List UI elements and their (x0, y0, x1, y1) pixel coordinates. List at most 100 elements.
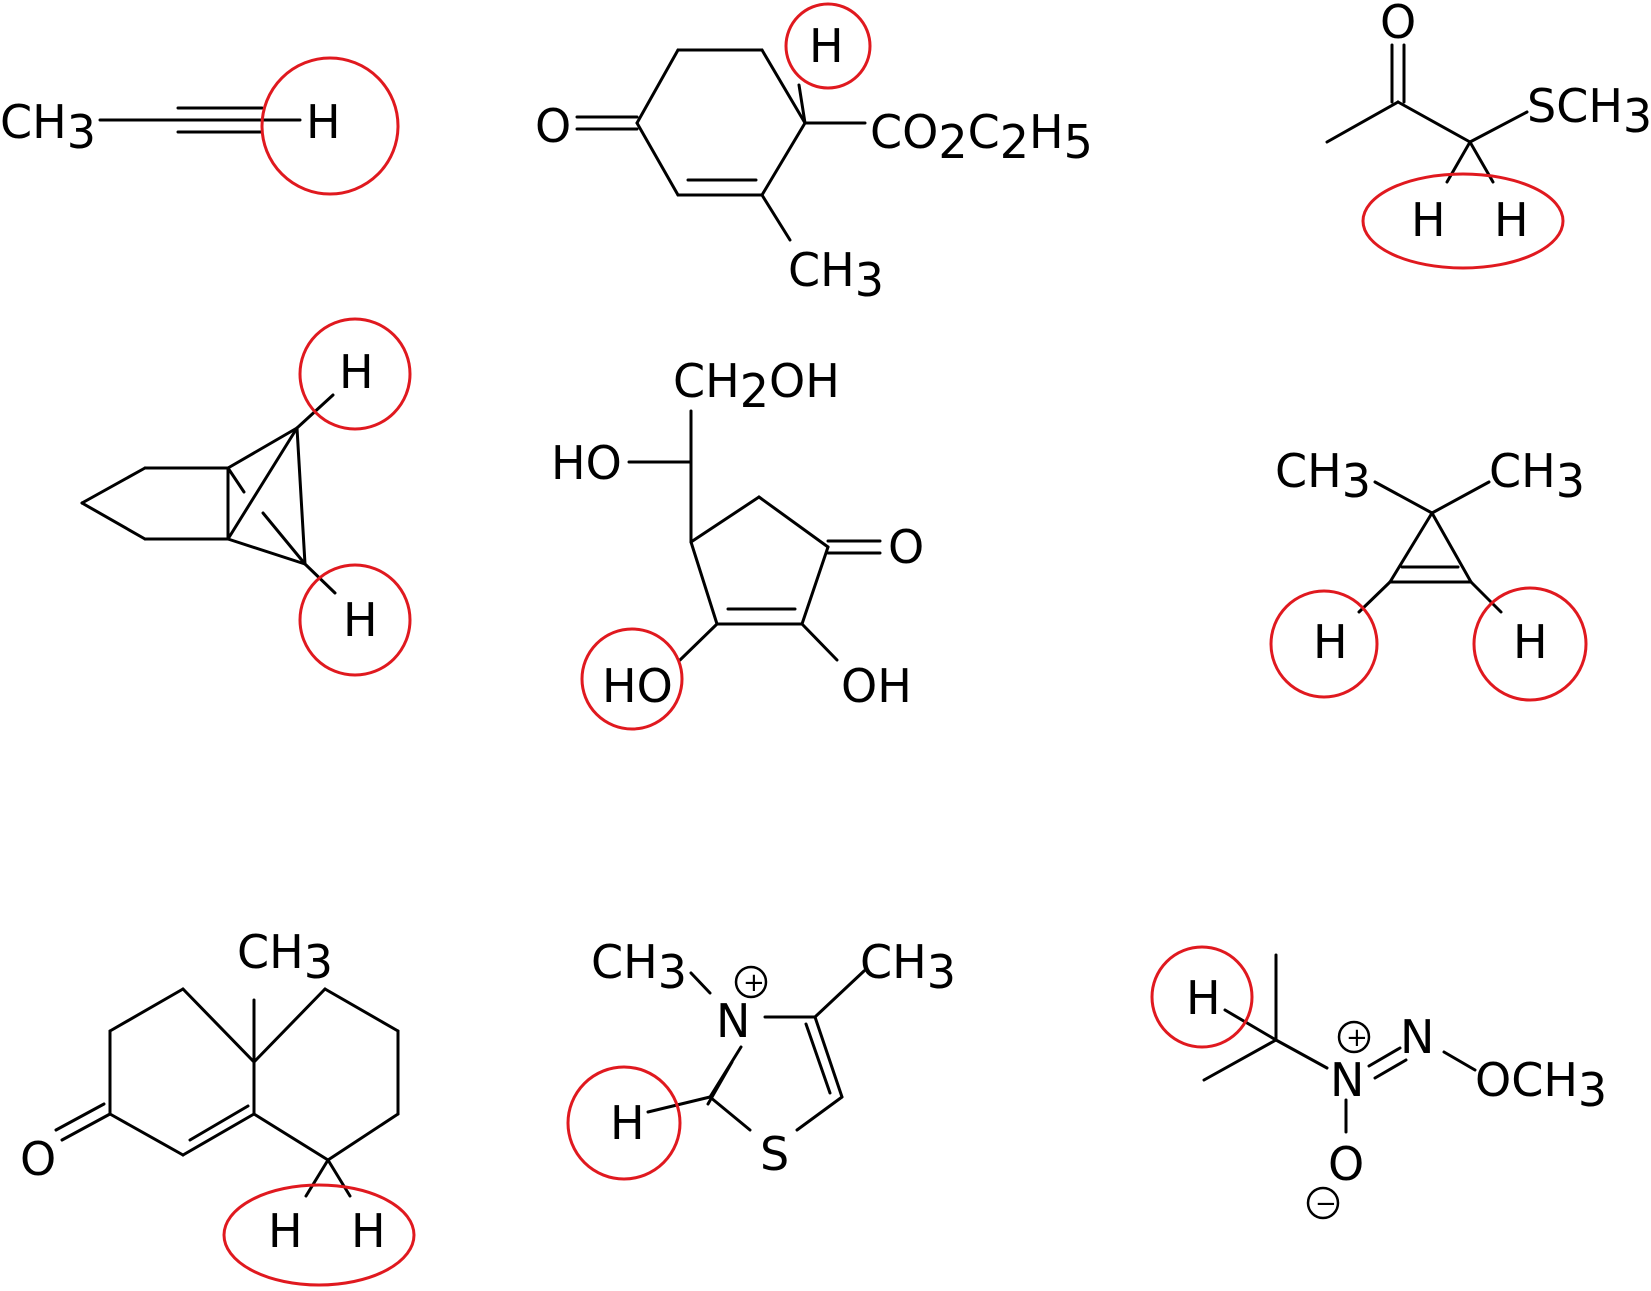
atom-label-s: S (760, 1127, 789, 1181)
atom-label-o: O (888, 520, 924, 574)
molecule-hydroxy-cyclopentenone: CH2OH HO O HO OH (551, 354, 924, 731)
molecule-methylthio-ketone: O SCH3 H H (1325, 0, 1651, 270)
bond (1367, 1046, 1402, 1068)
negative-charge: − (1315, 1189, 1337, 1219)
bond (1468, 110, 1529, 144)
bond (1388, 511, 1434, 584)
bond (708, 1095, 752, 1132)
atom-label: CH2OH (673, 354, 840, 418)
atom-label-h: H (343, 593, 378, 647)
bond (689, 971, 712, 995)
bond (304, 1158, 330, 1198)
atom-label-h: H (1411, 193, 1446, 247)
atom-label-h: H (1494, 193, 1529, 247)
atom-label: OH (841, 659, 912, 713)
atom-label-h: H (351, 1204, 386, 1258)
atom-label-h: H (610, 1096, 645, 1150)
bond (800, 622, 839, 662)
bond (760, 48, 807, 125)
bond (1357, 580, 1392, 614)
bond (635, 48, 680, 125)
bond (181, 987, 256, 1064)
bond (226, 426, 299, 541)
bond (226, 466, 246, 494)
bond (108, 987, 185, 1033)
positive-charge-ring (1337, 1020, 1371, 1054)
atom-label: CH3 (860, 935, 956, 999)
atom-label: HO (551, 436, 622, 490)
bond (1442, 1050, 1477, 1072)
bond (326, 1112, 400, 1162)
bond (1325, 100, 1400, 144)
bond (813, 969, 866, 1019)
highlight-circle (1472, 586, 1588, 702)
bond (1274, 1038, 1329, 1070)
molecule-azoxy: H N + N OCH3 O − (1150, 945, 1607, 1220)
molecule-thiazolium: CH3 N + CH3 S H (566, 935, 956, 1181)
bond (800, 545, 830, 626)
bond (678, 622, 719, 662)
bond (252, 987, 327, 1064)
bond (108, 1112, 185, 1157)
bond (60, 1112, 112, 1142)
atom-label-h: H (809, 19, 844, 73)
bond (181, 1112, 256, 1157)
atom-label: CH3 (0, 95, 96, 159)
bond (1445, 140, 1472, 184)
bond (326, 1158, 352, 1198)
bond (323, 987, 400, 1033)
negative-charge-ring (1306, 1186, 1340, 1220)
molecule-dimethylcyclopropene: CH3 CH3 H H (1269, 444, 1588, 702)
bond (813, 1015, 844, 1099)
highlight-circle (260, 56, 400, 196)
atom-label-h: H (1513, 615, 1548, 669)
bond (226, 426, 299, 470)
bond (635, 121, 680, 197)
bond (54, 1102, 106, 1132)
bond (188, 1104, 250, 1142)
atom-label: CH3 (1275, 444, 1371, 508)
bond (646, 1095, 712, 1114)
highlight-circle (298, 317, 412, 431)
bond (80, 466, 147, 505)
atom-label-h: H (306, 95, 341, 149)
atom-label-h: H (1186, 971, 1221, 1025)
molecule-cyclohexenone-ester: O H CO2C2H5 CH3 (535, 2, 1093, 307)
positive-charge: + (743, 968, 765, 998)
bond (760, 193, 792, 242)
atom-label-n: N (716, 994, 750, 1048)
highlight-circle (580, 627, 684, 731)
molecule-octalone: CH3 O H H (20, 925, 416, 1287)
highlight-circle (1150, 945, 1254, 1049)
highlight-circle (1269, 589, 1379, 699)
atom-label: CO2C2H5 (870, 105, 1093, 169)
bond (226, 537, 307, 566)
atom-label-o: O (1328, 1137, 1364, 1191)
atom-label: CH3 (237, 925, 333, 989)
bond (804, 1022, 832, 1095)
molecule-tricyclic: H H (80, 317, 412, 677)
bond (760, 121, 807, 197)
highlight-ellipse (1361, 172, 1565, 270)
atom-label-o: O (1380, 0, 1416, 49)
bond (689, 540, 719, 626)
positive-charge-ring (734, 965, 768, 999)
bond (1430, 480, 1491, 515)
atom-label: CH3 (591, 935, 687, 999)
atom-label: OCH3 (1475, 1053, 1607, 1117)
bond (689, 495, 761, 544)
atom-label-h: H (1313, 615, 1348, 669)
bond (795, 1095, 844, 1132)
bond (80, 501, 147, 541)
molecule-propyne: CH3 H (0, 56, 400, 196)
bond (1202, 1038, 1278, 1082)
atom-label: CH3 (788, 243, 884, 307)
atom-label-n: N (1330, 1053, 1364, 1107)
bond (1396, 100, 1472, 144)
atom-label: HO (602, 659, 673, 713)
bond (261, 511, 307, 566)
atom-label-h: H (339, 345, 374, 399)
bond (1373, 1058, 1408, 1080)
bond (797, 83, 807, 125)
